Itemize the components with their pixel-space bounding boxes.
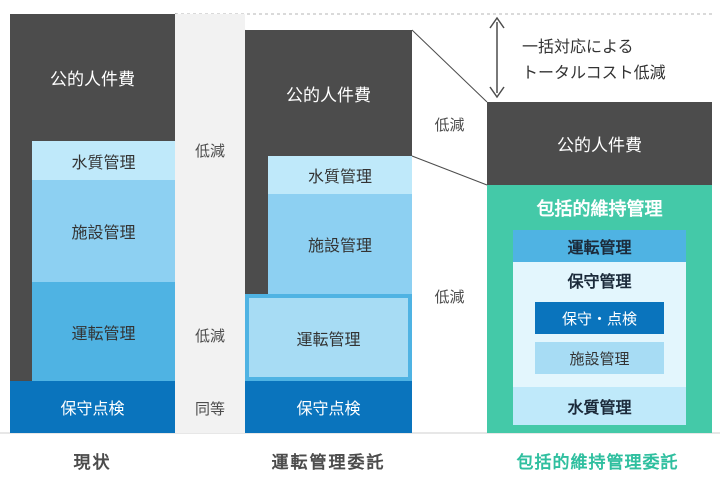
op-facility-label: 施設管理 — [307, 236, 372, 255]
op-water-quality: 水質管理 — [268, 156, 412, 194]
gap-reduce-top: 低減 — [175, 130, 245, 170]
annotation-line2: トータルコスト低減 — [522, 63, 666, 82]
comp-op-mgmt-label: 運転管理 — [567, 238, 632, 257]
current-facility: 施設管理 — [32, 180, 175, 282]
op-public-labor-label: 公的人件費 — [286, 85, 371, 106]
arrow-down-icon — [489, 86, 505, 99]
op-operation: 運転管理 — [249, 298, 408, 377]
label-comprehensive-text: 包括的維持管理委託 — [516, 452, 679, 473]
annotation: 一括対応による トータルコスト低減 — [522, 34, 712, 94]
comp-facility: 施設管理 — [535, 342, 664, 374]
current-operation-label: 運転管理 — [71, 323, 136, 343]
current-water-quality-label: 水質管理 — [71, 152, 136, 172]
comp-header-label: 包括的維持管理 — [536, 199, 663, 220]
comp-public-labor-label: 公的人件費 — [557, 136, 642, 156]
op-labor-strip — [245, 156, 268, 294]
gap-reduce-mid: 低減 — [175, 315, 245, 355]
gap-right-reduce-top-label: 低減 — [434, 115, 465, 134]
comp-maint-inspect-label: 保守・点検 — [561, 309, 637, 328]
comp-water-quality: 水質管理 — [513, 387, 686, 425]
connector-line — [411, 29, 488, 103]
label-operation: 運転管理委託 — [245, 446, 412, 474]
label-comprehensive: 包括的維持管理委託 — [480, 446, 715, 474]
connector-line — [411, 155, 488, 186]
comp-maint-mgmt: 保守管理 保守・点検 施設管理 — [513, 262, 686, 387]
comp-container: 包括的維持管理 運転管理 保守管理 保守・点検 施設管理 水質管理 — [487, 185, 712, 433]
comp-maint-inspect: 保守・点検 — [535, 302, 664, 334]
comp-header: 包括的維持管理 — [487, 193, 712, 223]
gap-same-label: 同等 — [194, 399, 225, 418]
comp-water-quality-label: 水質管理 — [567, 398, 632, 417]
op-operation-outer: 運転管理 — [245, 294, 412, 381]
comp-maint-mgmt-title: 保守管理 — [513, 266, 686, 294]
current-labor-strip — [10, 141, 32, 381]
op-operation-label: 運転管理 — [296, 329, 361, 349]
op-maintenance-label: 保守点検 — [296, 399, 361, 418]
current-public-labor-label: 公的人件費 — [50, 70, 135, 90]
gap-right-reduce-mid: 低減 — [412, 276, 487, 316]
label-current: 現状 — [10, 446, 175, 474]
arrow-up-icon — [489, 16, 505, 29]
gap-right-reduce-top: 低減 — [412, 104, 487, 144]
op-water-quality-label: 水質管理 — [307, 167, 372, 186]
annotation-line1: 一括対応による — [522, 37, 634, 56]
gap-right-reduce-mid-label: 低減 — [434, 287, 465, 306]
current-operation: 運転管理 — [32, 282, 175, 381]
current-maintenance: 保守点検 — [10, 381, 175, 433]
current-maintenance-label: 保守点検 — [60, 399, 125, 418]
op-facility: 施設管理 — [268, 194, 412, 294]
gap-reduce-top-label: 低減 — [194, 141, 225, 160]
gap-column — [175, 14, 245, 433]
label-operation-text: 運転管理委託 — [271, 452, 386, 473]
comp-facility-label: 施設管理 — [569, 349, 630, 368]
comp-maint-mgmt-label: 保守管理 — [567, 272, 632, 291]
label-current-text: 現状 — [73, 452, 112, 473]
op-public-labor: 公的人件費 — [245, 30, 412, 156]
current-facility-label: 施設管理 — [71, 223, 136, 242]
gap-same: 同等 — [175, 388, 245, 428]
gap-reduce-mid-label: 低減 — [194, 326, 225, 345]
op-maintenance: 保守点検 — [245, 381, 412, 433]
comp-op-mgmt: 運転管理 — [513, 230, 686, 262]
comp-public-labor: 公的人件費 — [487, 102, 712, 185]
current-public-labor: 公的人件費 — [10, 14, 175, 141]
current-water-quality: 水質管理 — [32, 141, 175, 180]
